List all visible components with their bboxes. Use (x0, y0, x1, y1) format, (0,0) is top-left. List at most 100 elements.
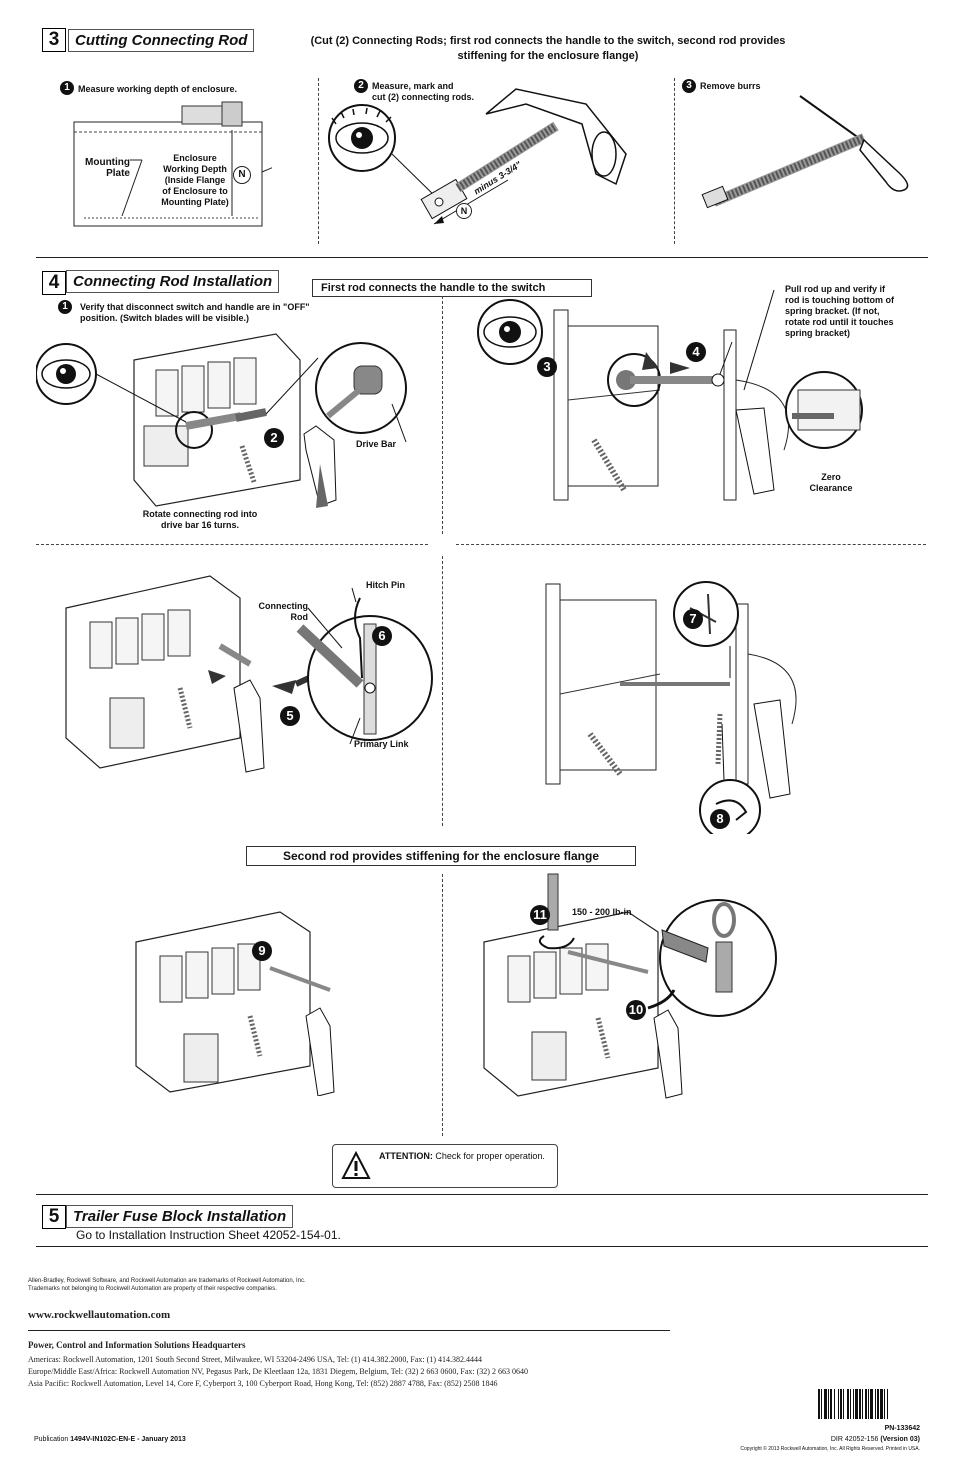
s4-step-1-line-2: position. (Switch blades will be visible… (80, 313, 250, 323)
step-10-marker: 10 (626, 1000, 646, 1020)
file-deburr-illustration (701, 95, 909, 209)
pull-rod-line-2: rod is touching bottom of (785, 295, 894, 305)
dir-version: DIR 42052-156 (Version 03) (700, 1436, 920, 1443)
pull-rod-line-1: Pull rod up and verify if (785, 284, 886, 294)
trademark-line-2: Trademarks not belonging to Rockwell Aut… (28, 1286, 277, 1292)
step-7-marker: 7 (683, 609, 703, 629)
section-5-title: Trailer Fuse Block Installation (66, 1205, 294, 1228)
step-5-marker: 5 (280, 706, 300, 726)
publication-number: 1494V-IN102C-EN-E - January 2013 (70, 1436, 186, 1443)
step-11-marker: 11 (530, 905, 550, 925)
rotate-line-1: Rotate connecting rod into (142, 509, 258, 519)
mounting-plate-label: Mounting Plate (80, 157, 130, 179)
pull-rod-line-5: spring bracket) (785, 328, 851, 338)
s4-step-1-number: 1 (58, 300, 72, 314)
mounting-plate-line-1: Mounting (85, 157, 130, 168)
depth-line-5: Mounting Plate) (161, 197, 229, 207)
drive-bar-label: Drive Bar (356, 439, 397, 449)
pull-rod-line-4: rotate rod until it touches (785, 317, 894, 327)
section-4-bottom-rule (36, 1194, 928, 1195)
s4-divider-middle (442, 556, 443, 826)
subtitle-line-1: (Cut (2) Connecting Rods; first rod conn… (310, 35, 786, 47)
hq-title: Power, Control and Information Solutions… (28, 1340, 246, 1350)
connecting-rod-label: Connecting Rod (248, 601, 309, 623)
step-2-marker: 2 (264, 428, 284, 448)
section-4-number: 4 (42, 271, 66, 295)
depth-line-1: Enclosure (173, 153, 217, 163)
section-5-text: Go to Installation Instruction Sheet 420… (76, 1228, 341, 1242)
step-4-marker: 4 (686, 342, 706, 362)
publication-info: Publication 1494V-IN102C-EN-E - January … (34, 1436, 186, 1443)
pull-rod-line-3: spring bracket. (If not, (785, 306, 880, 316)
attention-box: ATTENTION: Check for proper operation. (332, 1144, 558, 1188)
s3-step-2-text: Measure, mark and cut (2) connecting rod… (372, 81, 474, 103)
depth-line-2: Working Depth (163, 164, 227, 174)
subtitle-line-2: stiffening for the enclosure flange) (457, 50, 639, 62)
enclosure-depth-label: Enclosure Working Depth (Inside Flange o… (152, 153, 238, 208)
hq-asia: Asia Pacific: Rockwell Automation, Level… (28, 1379, 498, 1388)
s4-divider-h1-right (456, 544, 926, 545)
pull-rod-note: Pull rod up and verify if rod is touchin… (785, 284, 915, 339)
pn-number: PN-133642 (884, 1425, 920, 1432)
depth-line-4: of Enclosure to (162, 186, 228, 196)
section-5-bottom-rule (36, 1246, 928, 1247)
section-4-title: Connecting Rod Installation (66, 270, 280, 293)
section-3-title: Cutting Connecting Rod (68, 29, 255, 52)
enclosure-depth-diagram (73, 101, 272, 227)
primary-link-label: Primary Link (354, 739, 409, 749)
s4-divider-h1-left (36, 544, 428, 545)
warning-triangle-icon (341, 1151, 371, 1179)
copyright: Copyright © 2013 Rockwell Automation, In… (740, 1446, 920, 1452)
s3-step-1-number: 1 (60, 81, 74, 95)
mounting-plate-line-2: Plate (106, 168, 130, 179)
second-rod-install-illustration (135, 911, 335, 1096)
s3-step-2-line-1: Measure, mark and (372, 81, 454, 91)
s3-step-2-number: 2 (354, 79, 368, 93)
s4-divider-top (442, 296, 443, 534)
attention-message: ATTENTION: Check for proper operation. (379, 1151, 545, 1161)
section-3-bottom-rule (36, 257, 928, 258)
hitch-pin-illustration (65, 575, 433, 773)
rod-cut-illustration (328, 88, 627, 225)
step-3-marker: 3 (537, 357, 557, 377)
second-rod-label: Second rod provides stiffening for the e… (246, 846, 636, 866)
step-9-marker: 9 (252, 941, 272, 961)
zero-clearance-illustration (477, 290, 863, 501)
s3-step-2-line-2: cut (2) connecting rods. (372, 92, 475, 102)
n-marker-1: N (233, 166, 251, 184)
s3-step-3-number: 3 (682, 79, 696, 93)
s3-divider-1 (318, 78, 319, 244)
step-8-marker: 8 (710, 809, 730, 829)
attention-text: Check for proper operation. (435, 1151, 545, 1161)
hq-europe: Europe/Middle East/Africa: Rockwell Auto… (28, 1367, 528, 1376)
barcode-image (816, 1388, 922, 1420)
torque-illustration (483, 873, 777, 1099)
zero-line-1: Zero (821, 472, 841, 482)
n-marker-2: N (456, 203, 472, 219)
hq-americas: Americas: Rockwell Automation, 1201 Sout… (28, 1355, 482, 1364)
s4-step-1-text: Verify that disconnect switch and handle… (80, 302, 380, 324)
section-5-number: 5 (42, 1205, 66, 1229)
connecting-rod-line-1: Connecting (258, 601, 309, 611)
s3-step-1-text: Measure working depth of enclosure. (78, 84, 238, 94)
zero-clearance-label: Zero Clearance (808, 472, 854, 494)
s4-divider-bottom (442, 874, 443, 1136)
version-number: (Version 03) (880, 1436, 920, 1443)
dir-number: DIR 42052-156 (830, 1436, 879, 1443)
section-3-subtitle: (Cut (2) Connecting Rods; first rod conn… (268, 34, 828, 64)
depth-line-3: (Inside Flange (164, 175, 226, 185)
s3-step-3-text: Remove burrs (700, 81, 761, 91)
rotate-line-2: drive bar 16 turns. (160, 520, 240, 530)
zero-line-2: Clearance (809, 483, 853, 493)
attention-label: ATTENTION: (379, 1151, 433, 1161)
footer-rule (28, 1330, 670, 1331)
torque-label: 150 - 200 lb-in (572, 907, 632, 917)
drive-bar-illustration (36, 333, 407, 508)
rotate-rod-label: Rotate connecting rod into drive bar 16 … (130, 509, 270, 531)
website-link[interactable]: www.rockwellautomation.com (28, 1309, 171, 1321)
hitch-pin-label: Hitch Pin (366, 580, 406, 590)
publication-label: Publication (34, 1436, 69, 1443)
section-3-number: 3 (42, 28, 66, 52)
s4-step-1-line-1: Verify that disconnect switch and handle… (80, 302, 310, 312)
connecting-rod-line-2: Rod (290, 612, 309, 622)
